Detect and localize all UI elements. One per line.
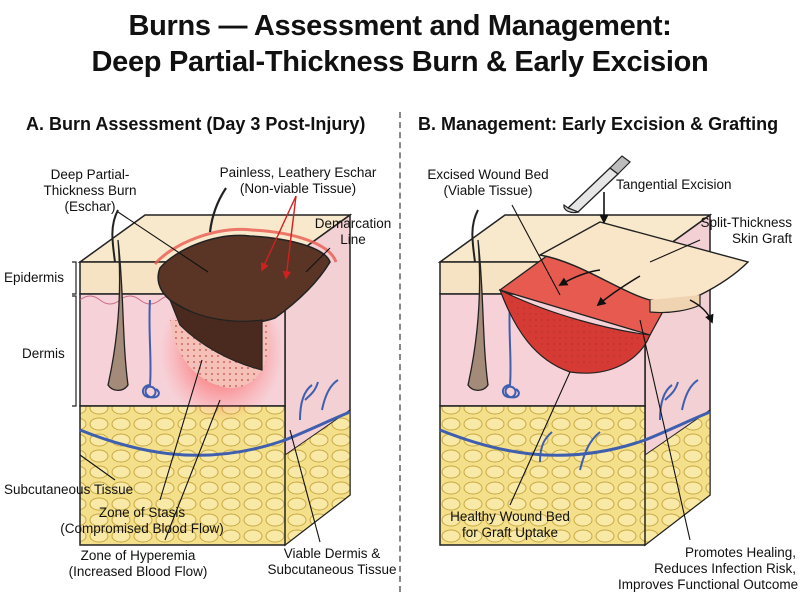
title-line-2: Deep Partial-Thickness Burn & Early Exci… [91, 46, 709, 78]
label-line: Thickness Burn [43, 183, 137, 198]
label-line: Line [340, 232, 366, 247]
b-excised-wound-texture [510, 300, 642, 367]
label-line: Split-Thickness [700, 215, 792, 230]
panel-b-title: B. Management: Early Excision & Grafting [418, 114, 779, 134]
b-hair-shaft [471, 209, 479, 263]
title-line-1: Burns — Assessment and Management: [128, 10, 672, 42]
figure-title: Burns — Assessment and Management: Deep … [0, 8, 800, 80]
a-surface-hair [208, 187, 227, 233]
b-sweat-gland [502, 299, 520, 399]
b-vessel-branch-1 [659, 381, 679, 421]
a-vessel-branch-1 [299, 381, 319, 421]
a-hair-shaft [111, 209, 119, 263]
label-line: Painless, Leathery Eschar [219, 165, 377, 180]
b-hair-follicle [467, 239, 489, 391]
label-line: Excised Wound Bed [427, 167, 549, 182]
label-line: Improves Functional Outcome [618, 577, 799, 592]
label-line: Promotes Healing, [684, 545, 796, 560]
a-sweat-gland [142, 299, 160, 399]
label-line: Zone of Stasis [98, 505, 186, 520]
scalpel-icon [563, 155, 631, 214]
label-line: Zone of Hyperemia [80, 548, 196, 563]
b-vessel-branch-2 [681, 379, 699, 411]
label-viable-dermis: Viable Dermis & Subcutaneous Tissue [262, 546, 402, 578]
panel-a-skin-block [77, 187, 353, 547]
b-leader-lines [509, 204, 701, 541]
label-zone-of-hyperemia: Zone of Hyperemia (Increased Blood Flow) [48, 548, 228, 580]
label-line: (Increased Blood Flow) [68, 564, 208, 579]
label-zone-of-stasis: Zone of Stasis (Compromised Blood Flow) [42, 505, 242, 537]
a-eschar-front [168, 298, 263, 371]
label-line: Skin Graft [731, 231, 792, 246]
panel-b-skin-block [437, 209, 750, 547]
label-line: Viable Dermis & [283, 546, 381, 561]
label-tangential-excision: Tangential Excision [616, 177, 732, 192]
a-vessel-branch-2 [321, 379, 339, 411]
label-line: Healthy Wound Bed [450, 509, 570, 524]
panel-a-title: A. Burn Assessment (Day 3 Post-Injury) [26, 114, 366, 134]
a-vessel-main [79, 410, 351, 457]
label-line: Subcutaneous Tissue [267, 562, 397, 577]
a-layer-brackets [72, 261, 77, 407]
a-eschar-edge [153, 227, 338, 265]
b-graft-edge [649, 295, 701, 314]
label-split-thickness-graft: Split-Thickness Skin Graft [680, 215, 792, 247]
label-line: Deep Partial- [50, 167, 130, 182]
b-vessel-branch-3 [539, 431, 601, 471]
a-hair-follicle [107, 239, 129, 391]
label-line: for Graft Uptake [461, 525, 559, 540]
a-front-fat [79, 405, 286, 546]
label-painless-eschar: Painless, Leathery Eschar (Non-viable Ti… [208, 165, 388, 197]
b-front-fat [439, 405, 646, 546]
label-line: (Viable Tissue) [443, 183, 533, 198]
label-line: (Eschar) [64, 199, 116, 214]
label-line: Demarcation [314, 216, 392, 231]
b-graft-arrows [558, 269, 714, 324]
label-line: (Compromised Blood Flow) [60, 521, 224, 536]
a-red-arrows [260, 195, 297, 280]
label-dermis: Dermis [22, 346, 65, 361]
label-deep-partial-burn: Deep Partial- Thickness Burn (Eschar) [30, 167, 150, 215]
label-demarcation-line: Demarcation Line [308, 216, 398, 248]
label-epidermis: Epidermis [4, 270, 65, 285]
label-healthy-wound-bed: Healthy Wound Bed for Graft Uptake [440, 509, 580, 541]
label-subcutaneous-tissue: Subcutaneous Tissue [4, 482, 134, 497]
b-vessel-main [439, 410, 711, 457]
panel-divider [399, 112, 401, 592]
label-promotes-healing: Promotes Healing, Reduces Infection Risk… [618, 545, 799, 593]
a-leader-lines [79, 211, 331, 543]
label-excised-wound-bed: Excised Wound Bed (Viable Tissue) [418, 167, 558, 199]
label-line: (Non-viable Tissue) [239, 181, 357, 196]
label-line: Reduces Infection Risk, [654, 561, 796, 576]
